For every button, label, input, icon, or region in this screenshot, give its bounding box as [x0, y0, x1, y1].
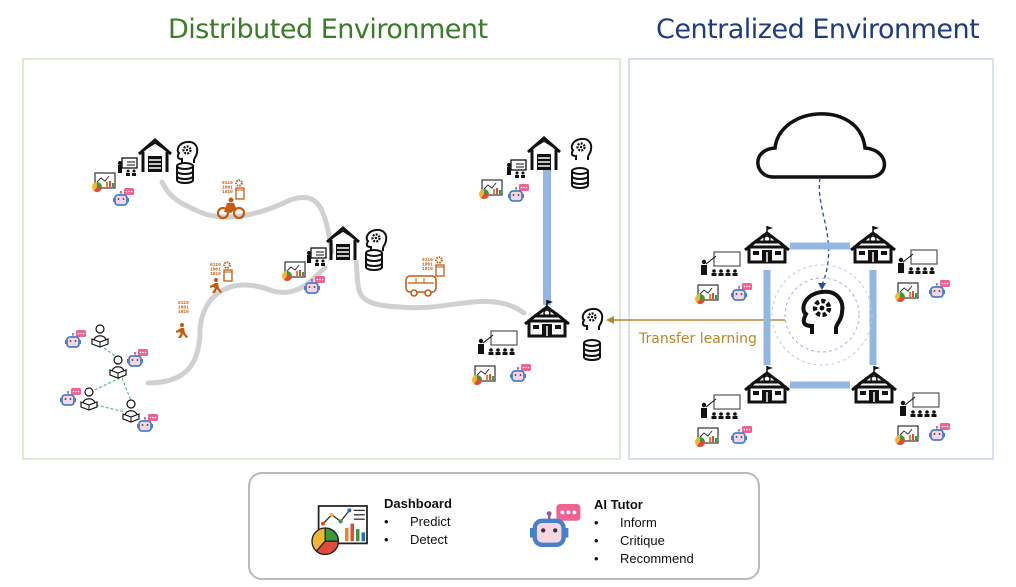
svg-text:1010: 1010 — [178, 309, 189, 315]
dashboard-icon — [478, 179, 503, 200]
school-icon — [849, 224, 897, 264]
legend: Dashboard •Predict •Detect AI Tutor •Inf… — [248, 472, 760, 580]
home-hub-3 — [478, 136, 593, 202]
ai-tutor-icon — [126, 348, 149, 367]
distributed-environment-panel — [22, 58, 621, 460]
dashboard-icon — [894, 425, 919, 446]
ai-tutor-icon — [730, 282, 753, 301]
teacher-icon — [506, 159, 527, 179]
home-icon — [137, 138, 173, 174]
database-icon — [176, 162, 194, 184]
ai-tutor-icon — [530, 504, 580, 545]
learning-paths — [145, 179, 527, 386]
classroom-icon — [899, 392, 940, 418]
teacher-icon — [306, 247, 327, 267]
centralized-network — [694, 224, 951, 448]
ai-tutor-icon — [730, 425, 753, 444]
ai-brain-icon — [581, 307, 604, 332]
learner-icon — [122, 399, 140, 423]
dashboard-icon — [694, 427, 719, 448]
dashboard-icon — [281, 261, 306, 282]
cloud-to-hub-arrow — [818, 177, 830, 286]
dashboard-icon — [91, 172, 116, 193]
school-icon — [743, 364, 791, 404]
data-icon — [209, 261, 233, 282]
database-icon — [583, 339, 601, 361]
school-icon — [850, 364, 898, 404]
ai-brain-icon — [365, 228, 388, 253]
mobility-walker-2: 0110 1001 1010 — [176, 300, 189, 338]
transfer-learning-arrow — [606, 316, 785, 324]
data-icon — [221, 179, 245, 200]
legend-dashboard-title: Dashboard — [384, 496, 452, 511]
teacher-icon — [117, 157, 138, 177]
data-icon — [421, 256, 445, 277]
ai-tutor-icon — [136, 413, 159, 432]
classroom-icon — [700, 251, 741, 277]
ai-tutor-icon — [509, 363, 532, 382]
ai-tutor-icon — [507, 183, 530, 202]
walking-icon — [210, 278, 222, 293]
svg-text:1001: 1001 — [178, 305, 189, 311]
path-home2-school — [353, 259, 527, 316]
mobility-bicycle — [216, 179, 246, 220]
svg-text:0110: 0110 — [178, 300, 189, 306]
learner-icon — [80, 387, 98, 411]
bicycle-icon — [216, 197, 246, 220]
learner-icon — [91, 324, 109, 348]
bus-icon — [405, 275, 437, 297]
transfer-learning-label: Transfer learning — [639, 331, 757, 347]
school-icon — [523, 298, 571, 338]
walking-icon — [176, 323, 188, 338]
peer-learning-group — [59, 324, 159, 432]
dashboard-icon — [894, 282, 919, 303]
legend-ai-tutor-title: AI Tutor — [594, 497, 643, 512]
classroom-icon — [700, 394, 741, 420]
centralized-environment-title: Centralized Environment — [656, 14, 980, 45]
school-node — [471, 298, 604, 386]
path-peers-home2 — [145, 265, 328, 386]
mobility-bus — [405, 256, 445, 297]
centralized-environment-panel — [628, 58, 994, 460]
dashboard-icon — [311, 505, 368, 556]
cloud-icon — [756, 112, 887, 179]
classroom-icon — [897, 249, 938, 275]
home-icon — [526, 136, 562, 172]
database-icon — [365, 249, 383, 271]
ai-tutor-icon — [928, 422, 951, 441]
home-hub-2 — [281, 226, 388, 294]
path-home1-home2 — [159, 179, 335, 255]
ai-brain-icon — [570, 137, 593, 162]
distributed-environment-title: Distributed Environment — [168, 14, 488, 45]
ai-brain-hub-icon — [803, 292, 842, 334]
school-icon — [743, 224, 791, 264]
ai-brain-icon — [176, 140, 199, 165]
ai-tutor-icon — [64, 329, 87, 348]
database-icon — [571, 167, 589, 189]
dashboard-icon — [694, 284, 719, 305]
dashboard-icon — [471, 365, 496, 386]
ai-tutor-icon — [59, 387, 82, 406]
ai-tutor-icon — [928, 279, 951, 298]
ai-tutor-icon — [112, 187, 135, 206]
legend-icons — [311, 474, 762, 556]
home-icon — [325, 226, 361, 262]
learner-icon — [109, 355, 127, 379]
classroom-icon — [477, 330, 518, 356]
home-hub-1 — [91, 138, 199, 206]
